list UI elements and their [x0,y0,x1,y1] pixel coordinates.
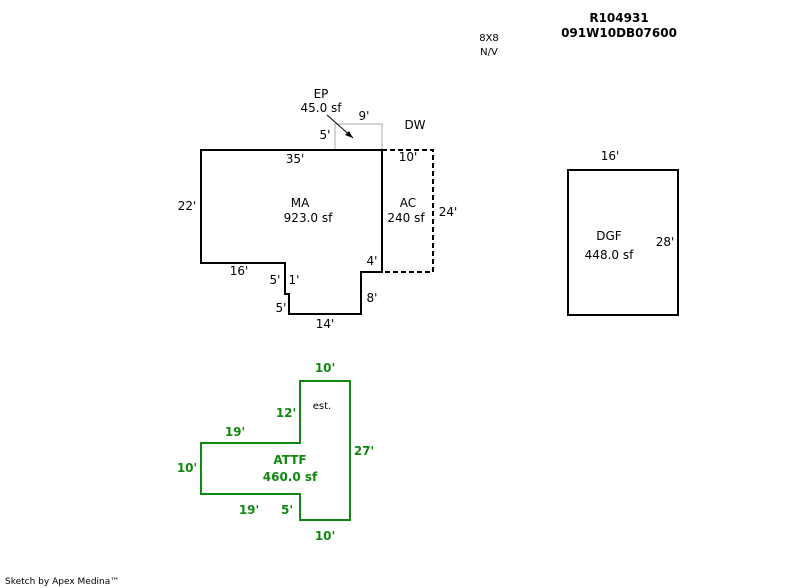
ac-outline [382,149,434,273]
dgf-outline [567,169,679,316]
ma-dim-bottom: 14' [316,317,335,331]
ma-dim-top: 35' [286,152,305,166]
attf-note: est. [313,401,331,412]
attf-outline [200,380,351,521]
attf-dim-top: 10' [315,361,335,375]
ma-dim-bottom-left: 16' [230,264,249,278]
ep-outline [334,123,383,150]
ma-dim-notch-b: 1' [289,273,300,287]
attf-dim-step: 5' [281,503,293,517]
attf-dim-bottom: 10' [315,529,335,543]
sketch-credit: Sketch by Apex Medina™ [5,577,119,587]
ma-area: 923.0 sf [284,211,333,225]
ma-dim-right-step: 4' [367,254,378,268]
ep-arrow-icon [345,131,353,138]
ma-dim-right-lower: 8' [367,291,378,305]
ep-dim-side: 5' [320,128,331,142]
ep-dim-top: 9' [359,109,370,123]
ma-dim-left: 22' [178,199,197,213]
attf-dim-left-upper: 12' [276,406,296,420]
grid-code: 8X8 [479,33,499,44]
attf-dim-wing-top: 19' [225,425,245,439]
dgf-area: 448.0 sf [585,248,634,262]
ac-dim-top: 10' [399,150,418,164]
dgf-label: DGF [596,229,622,243]
account-id: 091W10DB07600 [561,26,677,40]
parcel-id: R104931 [589,11,648,25]
ac-label: AC [400,196,416,210]
ac-dim-right: 24' [439,205,458,219]
attf-dim-left: 10' [177,461,197,475]
ma-label: MA [291,196,310,210]
attf-area: 460.0 sf [263,470,318,484]
dw-label: DW [404,118,425,132]
dgf-dim-right: 28' [656,235,675,249]
attf-dim-wing-bottom: 19' [239,503,259,517]
ma-dim-notch-a: 5' [270,273,281,287]
attf-label: ATTF [273,453,306,467]
ep-label: EP [314,87,329,101]
nv-code: N/V [480,47,498,58]
dgf-dim-top: 16' [601,149,620,163]
attf-dim-right: 27' [354,444,374,458]
ma-dim-notch-c: 5' [276,301,287,315]
ac-area: 240 sf [387,211,425,225]
ma-outline [200,149,383,315]
ep-area: 45.0 sf [300,101,342,115]
